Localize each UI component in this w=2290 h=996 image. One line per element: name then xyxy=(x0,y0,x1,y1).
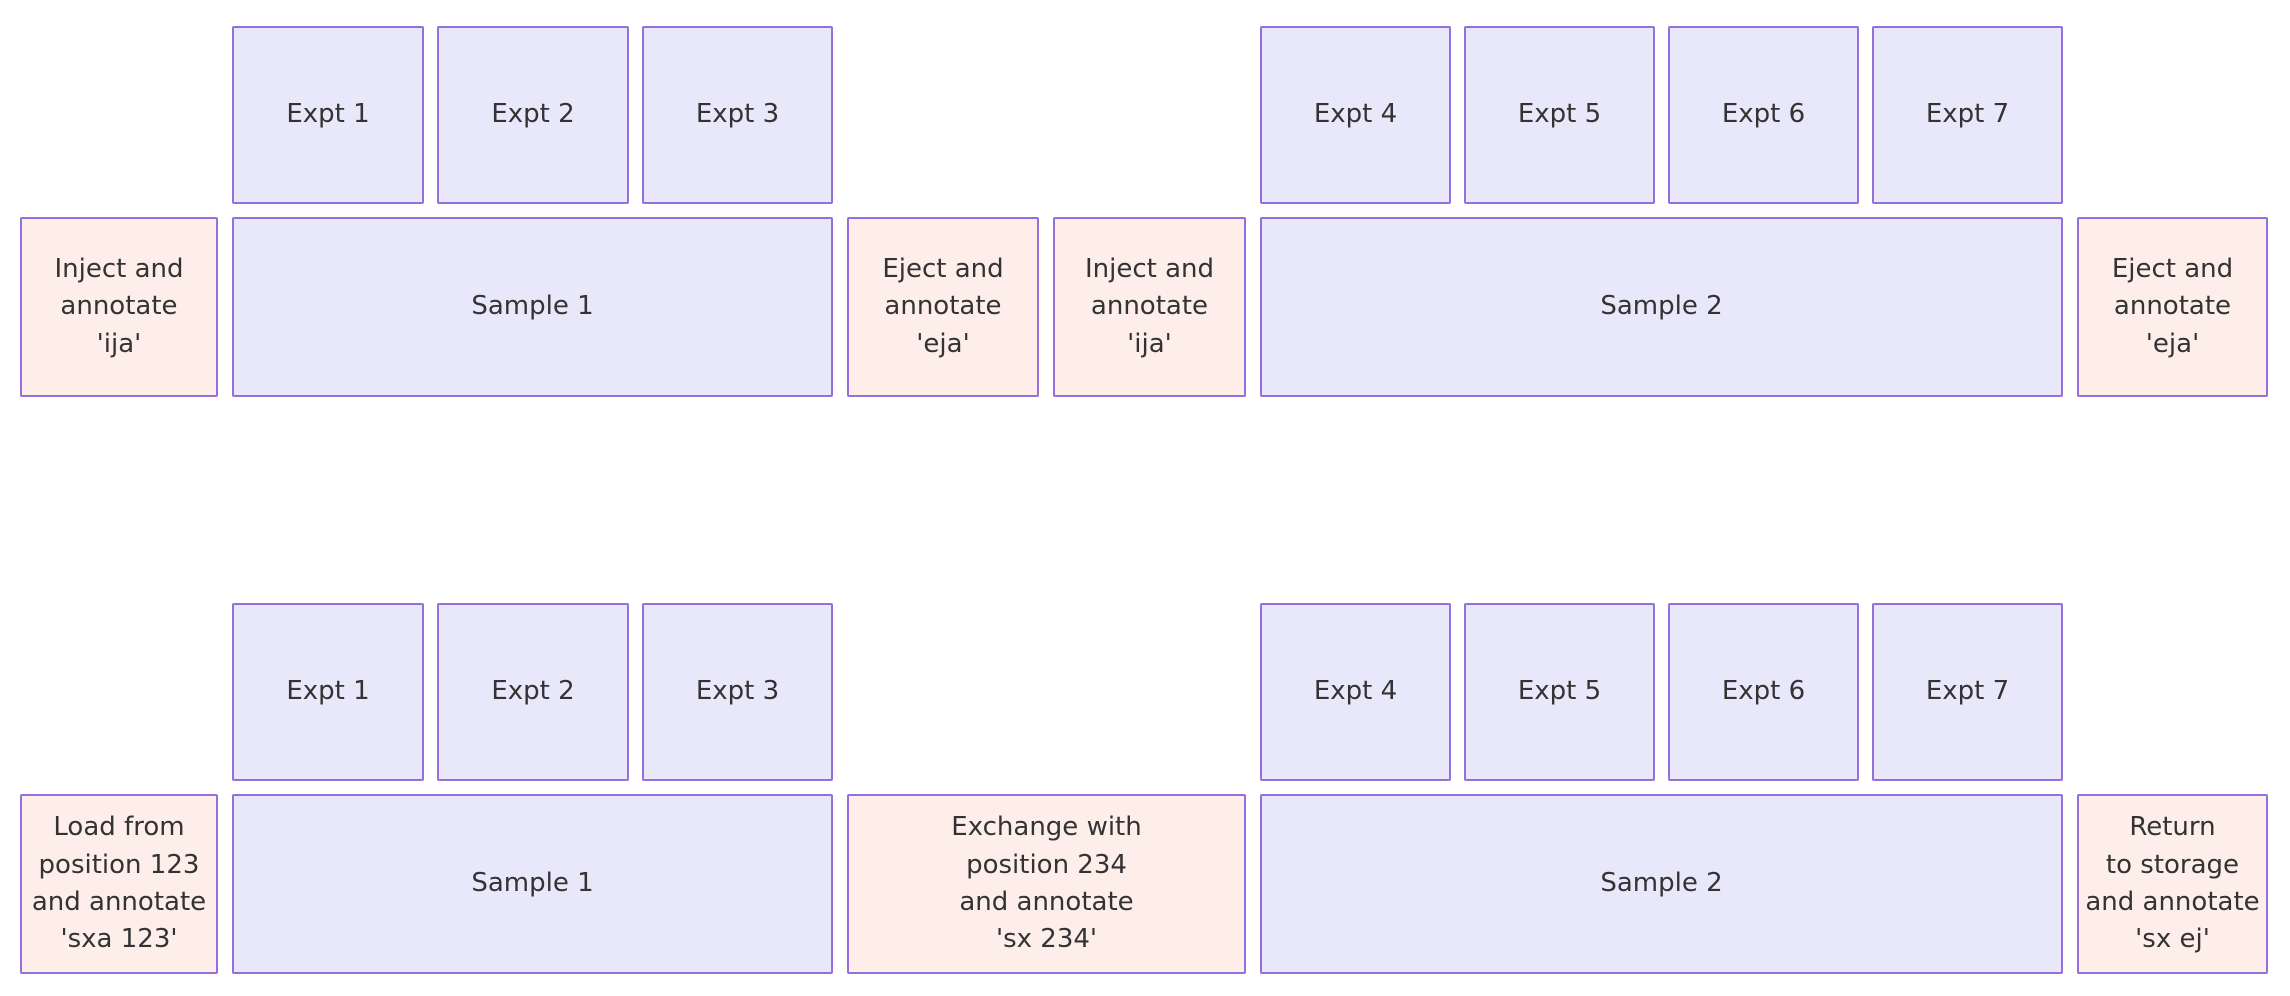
bottom-load-action: Load from position 123 and annotate 'sxa… xyxy=(20,794,218,974)
top-sample-2-bar: Sample 2 xyxy=(1260,217,2063,397)
top-inject-action-1: Inject and annotate 'ija' xyxy=(20,217,218,397)
bottom-expt-5-box: Expt 5 xyxy=(1464,603,1655,781)
bottom-expt-1-box: Expt 1 xyxy=(232,603,424,781)
bottom-expt-6-box: Expt 6 xyxy=(1668,603,1859,781)
bottom-exchange-action: Exchange with position 234 and annotate … xyxy=(847,794,1246,974)
top-expt-4-box: Expt 4 xyxy=(1260,26,1451,204)
top-expt-3-box: Expt 3 xyxy=(642,26,833,204)
top-expt-6-box: Expt 6 xyxy=(1668,26,1859,204)
bottom-expt-4-box: Expt 4 xyxy=(1260,603,1451,781)
bottom-expt-3-box: Expt 3 xyxy=(642,603,833,781)
bottom-sample-2-bar: Sample 2 xyxy=(1260,794,2063,974)
top-expt-1-box: Expt 1 xyxy=(232,26,424,204)
top-expt-2-box: Expt 2 xyxy=(437,26,629,204)
top-eject-action-2: Eject and annotate 'eja' xyxy=(2077,217,2268,397)
top-expt-5-box: Expt 5 xyxy=(1464,26,1655,204)
top-sample-1-bar: Sample 1 xyxy=(232,217,833,397)
top-expt-7-box: Expt 7 xyxy=(1872,26,2063,204)
bottom-return-action: Return to storage and annotate 'sx ej' xyxy=(2077,794,2268,974)
top-inject-action-2: Inject and annotate 'ija' xyxy=(1053,217,1246,397)
bottom-expt-2-box: Expt 2 xyxy=(437,603,629,781)
bottom-expt-7-box: Expt 7 xyxy=(1872,603,2063,781)
top-eject-action-1: Eject and annotate 'eja' xyxy=(847,217,1039,397)
bottom-sample-1-bar: Sample 1 xyxy=(232,794,833,974)
